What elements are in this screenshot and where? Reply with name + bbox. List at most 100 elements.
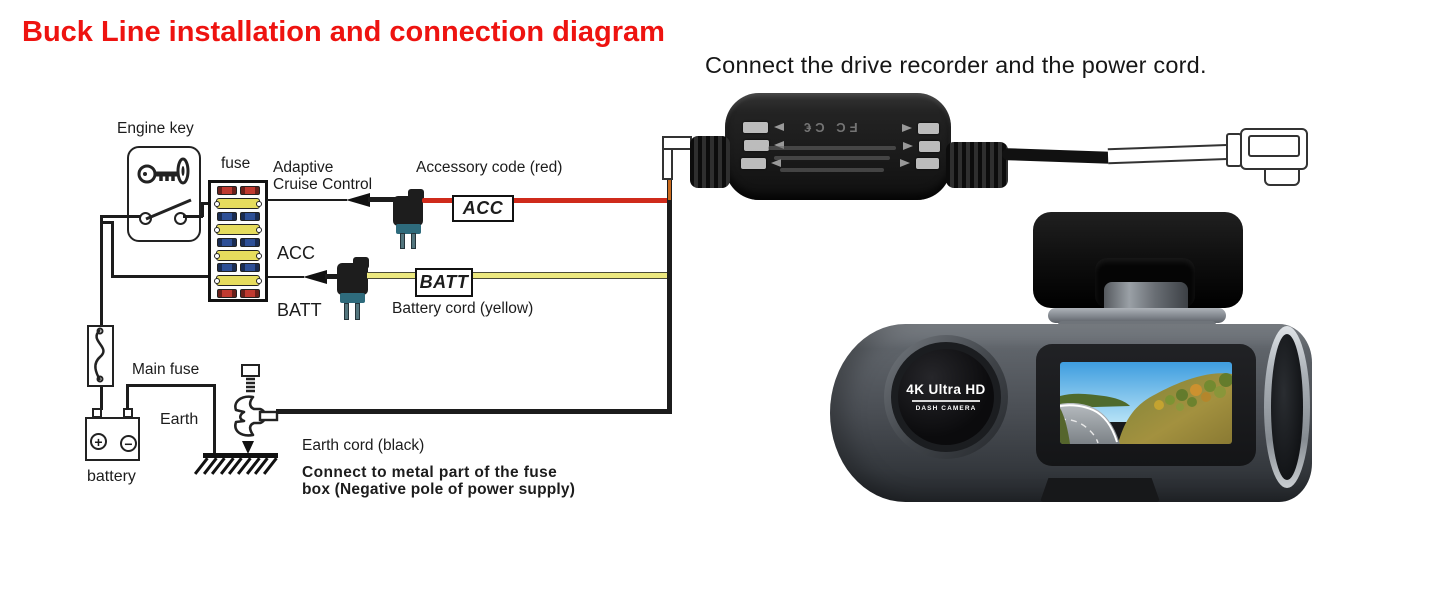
fuse xyxy=(216,289,237,299)
wire-acc-feed-up xyxy=(201,202,204,217)
subtitle: Connect the drive recorder and the power… xyxy=(705,52,1207,78)
engine-key-label: Engine key xyxy=(117,120,194,137)
certification-marks: FC C€ xyxy=(800,120,858,135)
battery-minus-symbol: − xyxy=(120,435,137,452)
main-fuse-icon xyxy=(87,325,114,387)
fuse-box xyxy=(208,180,268,302)
fuse xyxy=(239,263,260,273)
earth-note-line2: box (Negative pole of power supply) xyxy=(302,481,576,498)
fuse-row xyxy=(211,262,265,273)
earth-label: Earth xyxy=(160,411,199,428)
battery-terminal-positive xyxy=(92,408,102,418)
wire-batt-branch-hook xyxy=(103,221,113,224)
fuse-row xyxy=(211,249,265,261)
bolt-thread-icon xyxy=(246,377,255,393)
fuse-label: fuse xyxy=(221,155,251,172)
buck-print-line xyxy=(774,156,890,160)
mount-shoe xyxy=(1048,308,1226,323)
output-cable-outline xyxy=(1107,143,1235,165)
buck-arrow-icon xyxy=(903,142,913,150)
batt-tag: BATT xyxy=(415,268,473,297)
output-cable-black xyxy=(1001,148,1117,164)
battery-label: battery xyxy=(87,468,136,485)
page-title: Buck Line installation and connection di… xyxy=(22,16,665,48)
buck-strain-relief-right xyxy=(946,142,1008,188)
fuse-row xyxy=(211,211,265,222)
wire-batt-row xyxy=(268,276,304,278)
wire-batt-branch-right xyxy=(111,275,208,278)
buck-label-box xyxy=(916,158,939,169)
buck-arrow-icon xyxy=(771,159,781,167)
fuse xyxy=(214,249,262,261)
lens-title: 4K Ultra HD xyxy=(906,382,986,398)
adaptive-cruise-label-1: Adaptive xyxy=(273,159,334,176)
screen-road-scene xyxy=(1060,362,1232,444)
wire-switch-left xyxy=(100,215,141,218)
usb-c-plug-icon xyxy=(1264,168,1300,186)
engine-key-box xyxy=(127,146,201,242)
acc-label: ACC xyxy=(277,243,316,263)
buck-label-box xyxy=(741,158,766,169)
fuse xyxy=(216,186,237,195)
camera-bottom-clip xyxy=(1040,478,1160,502)
camera-barrel-opening xyxy=(1271,334,1303,480)
earth-cord-label: Earth cord (black) xyxy=(302,437,425,454)
buck-arrow-icon xyxy=(774,141,784,149)
key-icon xyxy=(137,164,178,184)
wire-negative-up xyxy=(126,386,129,410)
fuse-row xyxy=(211,185,265,196)
earth-note-line1: Connect to metal part of the fuse xyxy=(302,464,558,481)
buck-arrow-icon xyxy=(774,123,784,131)
wire-batt-branch-down xyxy=(111,221,114,277)
buck-strain-relief-left xyxy=(690,136,730,188)
acc-arrow-left-icon xyxy=(346,193,370,207)
fuse xyxy=(214,223,262,235)
buck-label-box xyxy=(744,140,769,151)
lens-subtitle: DASH CAMERA xyxy=(915,404,977,412)
fuse-row xyxy=(211,237,265,248)
bolt-head-icon xyxy=(241,364,260,377)
batt-arrow-shaft xyxy=(325,274,339,279)
wire-rail-down xyxy=(100,215,103,325)
wire-negative-across xyxy=(126,384,215,387)
camera-lens: 4K Ultra HD DASH CAMERA xyxy=(898,349,994,445)
battery-cord-label: Battery cord (yellow) xyxy=(392,300,534,317)
ring-terminal-clamp-icon xyxy=(234,395,279,437)
batt-label: BATT xyxy=(277,300,322,320)
adaptive-cruise-label-2: Cruise Control xyxy=(273,176,373,193)
buck-print-line xyxy=(780,168,884,172)
buck-label-box xyxy=(918,123,939,134)
ground-arrow-down-icon xyxy=(242,441,254,454)
buck-label-box xyxy=(919,141,940,152)
ground-symbol-icon xyxy=(203,453,278,458)
fuse xyxy=(239,211,260,221)
fuse xyxy=(216,263,237,273)
camera-screen xyxy=(1060,362,1232,444)
buck-arrow-icon xyxy=(900,159,910,167)
accessory-wire-red xyxy=(422,198,672,203)
fuse xyxy=(214,275,262,287)
wire-acc-row xyxy=(267,199,347,201)
wire-acc-feed-in xyxy=(201,202,208,205)
earth-cord-black xyxy=(276,409,672,414)
buck-arrow-icon xyxy=(902,124,912,132)
acc-arrow-shaft xyxy=(368,197,396,202)
fuse-row xyxy=(211,223,265,235)
fuse xyxy=(216,211,237,221)
wire-fuse-to-battery xyxy=(100,387,103,410)
accessory-code-label: Accessory code (red) xyxy=(416,159,563,176)
ignition-switch-icon xyxy=(145,198,192,221)
batt-arrow-left-icon xyxy=(303,270,327,284)
fuse xyxy=(239,289,260,299)
wire-negative-down xyxy=(213,384,216,455)
battery-wire-yellow xyxy=(367,272,672,279)
fuse-row xyxy=(211,275,265,287)
buck-print-line xyxy=(768,146,896,150)
fuse xyxy=(239,237,260,247)
fuse xyxy=(239,186,260,195)
fuse-row xyxy=(211,197,265,209)
lens-divider xyxy=(912,400,980,402)
fuse xyxy=(216,237,237,247)
fuse xyxy=(214,197,262,209)
